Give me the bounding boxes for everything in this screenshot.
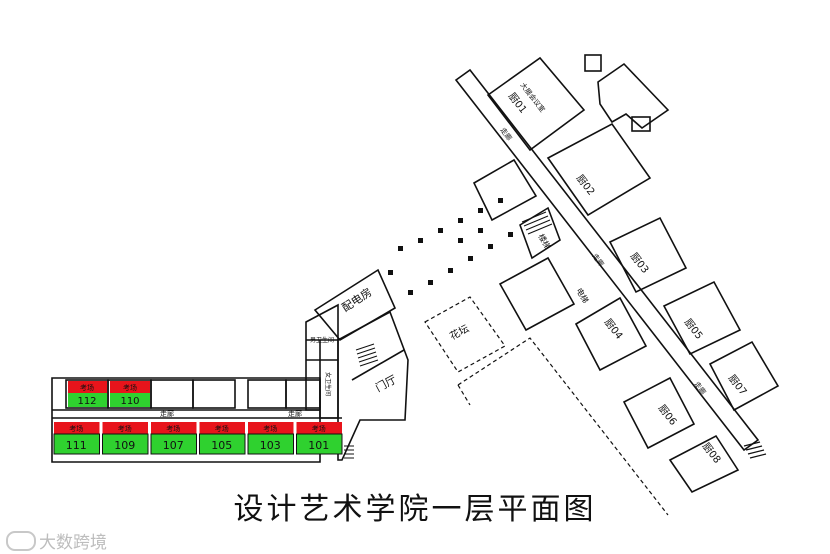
courtyard-path-2 <box>457 384 471 406</box>
room-112-fill <box>68 393 107 407</box>
small-label-1: 楼梯 <box>536 232 553 251</box>
exam-label-111: 考场 <box>69 424 83 433</box>
r02-label: 厨02 <box>574 172 597 197</box>
hall-stairs <box>355 343 379 367</box>
room-upper-6 <box>285 379 321 409</box>
room-r06-wall <box>622 376 696 450</box>
left-wing-outline <box>51 377 321 463</box>
right-corridor <box>454 68 760 452</box>
room-r01-wall <box>486 56 586 152</box>
corridor-label-left: 走廊 <box>160 409 174 418</box>
exam-strip-110 <box>110 381 150 393</box>
exam-label-107: 考场 <box>166 424 180 433</box>
exam-label-101: 考场 <box>312 424 326 433</box>
room-110-label: 110 <box>120 396 139 407</box>
hall-wall <box>337 310 409 461</box>
room-111-fill <box>53 433 100 455</box>
hall-label: 门厅 <box>373 372 399 395</box>
room-r02-wall <box>546 122 652 217</box>
room-103-fill <box>247 433 294 455</box>
watermark-text: 大数跨境 <box>39 533 107 553</box>
room-r07-wall <box>708 340 780 412</box>
exam-label-110: 考场 <box>123 383 137 392</box>
room-110-fill <box>110 393 150 407</box>
exam-strip-103 <box>248 422 294 434</box>
room-101-fill <box>296 433 343 455</box>
r08-label: 厨08 <box>700 440 723 465</box>
exam-strip-101 <box>296 422 342 434</box>
r03-label: 厨03 <box>628 250 651 275</box>
right-end-stairs <box>743 441 767 459</box>
room-r08-wall <box>668 434 740 494</box>
room-107-fill <box>150 433 197 455</box>
room-103-label: 103 <box>260 439 281 452</box>
exam-strip-112 <box>68 381 107 393</box>
left-end-stairs <box>344 445 354 459</box>
r05-label: 厨05 <box>682 316 705 341</box>
power-room-label: 配电房 <box>340 286 375 315</box>
annex-wall <box>597 62 670 130</box>
corridor-label-right3: 走廊 <box>692 380 708 397</box>
exam-label-112: 考场 <box>80 383 94 392</box>
room-r04-wall <box>574 296 648 372</box>
annex-box-1 <box>584 54 602 72</box>
r07-label: 厨07 <box>726 372 749 397</box>
small-label-4: 女卫生间 <box>324 372 332 396</box>
corridor-label-right: 走廊 <box>498 126 514 143</box>
exam-label-105: 考场 <box>215 424 229 433</box>
r04-label: 厨04 <box>602 316 625 341</box>
r06-label: 厨06 <box>656 402 679 427</box>
room-r03-wall <box>608 216 688 294</box>
room-111-label: 111 <box>66 439 87 452</box>
room-upper-5 <box>247 379 287 409</box>
room-105-fill <box>199 433 246 455</box>
room-stairs-block <box>519 206 561 260</box>
room-upper-4 <box>192 379 236 409</box>
room-109-fill <box>102 433 149 455</box>
small-label-3: 男卫生间 <box>310 336 334 344</box>
exam-strip-109 <box>102 422 148 434</box>
room-105-label: 105 <box>211 439 232 452</box>
room-r05-wall <box>662 280 742 356</box>
power-room-wall <box>313 268 397 342</box>
room-101-label: 101 <box>308 439 329 452</box>
column-dots <box>388 198 513 295</box>
garden-label: 花坛 <box>447 322 471 343</box>
right-stairs <box>521 211 553 235</box>
courtyard-path <box>457 337 669 516</box>
room-left-block <box>472 158 538 222</box>
watermark: 大数跨境 <box>6 528 107 553</box>
exam-label-109: 考场 <box>118 424 132 433</box>
annex-box-2 <box>631 116 651 132</box>
corridor-label-left2: 走廊 <box>288 409 302 418</box>
room-112-label: 112 <box>77 396 96 407</box>
garden-outline <box>424 296 506 373</box>
room-lower-mid <box>498 256 576 332</box>
bottom-rooms: 考场 111 考场 109 考场 107 考场 105 考场 103 考场 101 <box>53 422 343 455</box>
exam-label-103: 考场 <box>263 424 277 433</box>
corridor-label-right2: 走廊 <box>590 252 606 269</box>
exam-strip-107 <box>151 422 197 434</box>
room-upper-3 <box>150 379 194 409</box>
top-rooms: 考场 考场 112 110 <box>68 381 150 407</box>
exam-strip-111 <box>54 422 100 434</box>
page-title: 设计艺术学院一层平面图 <box>233 492 597 527</box>
watermark-logo-icon <box>6 531 36 551</box>
room-107-label: 107 <box>163 439 184 452</box>
room-109-label: 109 <box>114 439 135 452</box>
connector-block <box>305 303 339 419</box>
small-label-2: 电梯 <box>574 286 591 305</box>
exam-strip-105 <box>199 422 245 434</box>
